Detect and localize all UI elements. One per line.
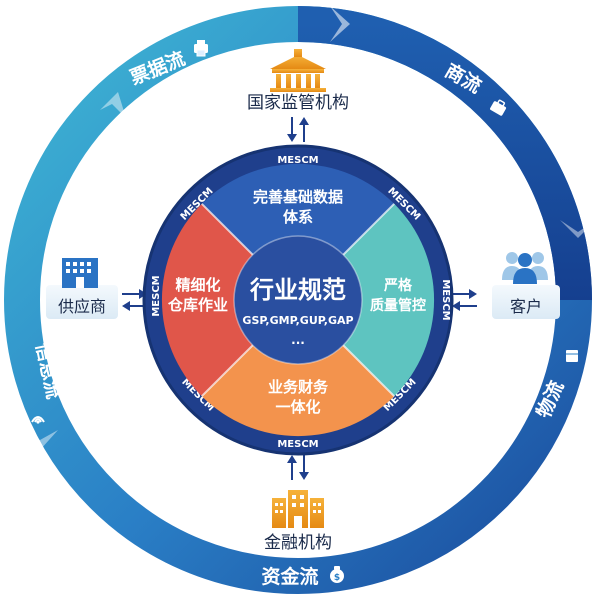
mescm-label: MESCM xyxy=(440,279,451,320)
customer-node: 客户 xyxy=(452,252,560,319)
center-subtitle: GSP,GMP,GUP,GAP xyxy=(242,314,353,327)
mescm-label: MESCM xyxy=(277,439,318,450)
quadrant-top xyxy=(201,163,395,300)
customer-box xyxy=(492,285,560,319)
ring-chevron xyxy=(22,430,58,450)
quadrant-bottom xyxy=(201,300,395,437)
center-title: 行业规范 xyxy=(249,276,346,304)
printer-icon xyxy=(194,40,208,57)
bank-building-icon xyxy=(272,490,324,528)
ring-chevron xyxy=(470,530,500,558)
supplier-label: 供应商 xyxy=(58,297,106,316)
center-ellipsis: ... xyxy=(291,333,305,347)
hub-center-rim xyxy=(233,235,363,365)
quadrant-bottom-text-2: 一体化 xyxy=(275,398,320,416)
quadrant-bottom-text-1: 业务财务 xyxy=(268,378,329,396)
central-hub: MESCM MESCM MESCM MESCM MESCM MESCM MESC… xyxy=(142,144,454,456)
regulator-arrows xyxy=(287,117,309,142)
ring-chevron xyxy=(100,92,126,118)
supplier-node: 供应商 xyxy=(46,258,147,319)
quadrant-right-text-1: 严格 xyxy=(383,277,413,294)
mescm-label: MESCM xyxy=(277,155,318,166)
regulator-node: 国家监管机构 xyxy=(247,49,349,142)
hub-center xyxy=(234,236,362,364)
customer-label: 客户 xyxy=(510,297,542,316)
finance-label: 金融机构 xyxy=(264,533,332,553)
regulator-label: 国家监管机构 xyxy=(247,93,349,113)
office-building-icon xyxy=(62,258,98,288)
svg-text:$: $ xyxy=(334,573,340,583)
quadrant-left xyxy=(161,203,298,397)
quadrant-right-text-2: 质量管控 xyxy=(370,297,426,314)
quadrant-left-text-1: 精细化 xyxy=(175,276,220,294)
supplier-box xyxy=(46,285,118,319)
people-group-icon xyxy=(502,252,548,284)
customer-arrows xyxy=(452,289,477,311)
money-bag-icon: $ xyxy=(330,566,344,583)
quadrant-top-text-1: 完善基础数据 xyxy=(253,188,343,206)
quadrant-right xyxy=(298,203,435,397)
mescm-label: MESCM xyxy=(151,275,162,316)
finance-arrows xyxy=(287,455,309,480)
signal-icon xyxy=(31,416,45,424)
ring-chevron xyxy=(330,6,350,42)
hub-quadrants xyxy=(161,163,435,437)
quadrant-left-text-2: 仓库作业 xyxy=(167,296,228,314)
briefcase-icon xyxy=(490,99,507,116)
government-building-icon xyxy=(270,49,326,92)
capital-flow-label: 资金流 xyxy=(261,565,318,588)
hub-outer-rim xyxy=(142,144,454,456)
package-icon xyxy=(566,350,578,362)
ring-chevron xyxy=(560,220,596,238)
finance-node: 金融机构 xyxy=(264,455,332,553)
quadrant-top-text-2: 体系 xyxy=(283,208,313,226)
flow-label-capital: 资金流 $ xyxy=(261,565,344,588)
